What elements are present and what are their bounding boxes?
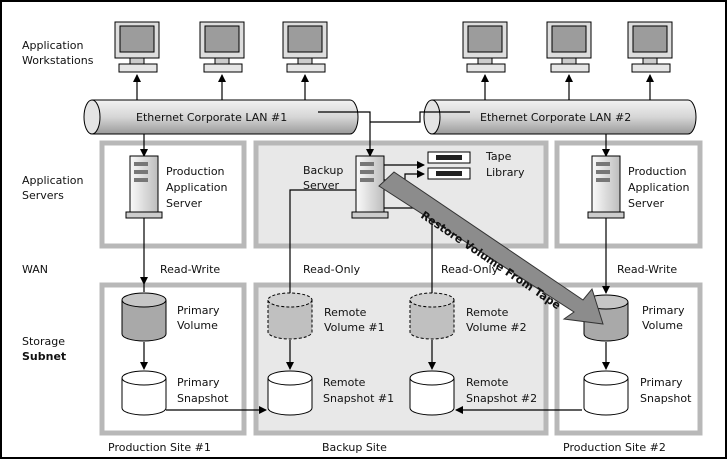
prod1-server-label-1: Production: [166, 165, 225, 178]
prod2-server-label-3: Server: [628, 197, 665, 210]
primary2-snapshot-icon: [583, 370, 629, 416]
primary1-snapshot-label-1: Primary: [177, 376, 220, 389]
tape-library-icon: [427, 151, 471, 180]
remote1-snapshot-label-2: Snapshot #1: [323, 392, 394, 405]
workstation-links: [133, 74, 654, 100]
lan2-pipe: [423, 99, 697, 135]
primary1-volume-label-2: Volume: [177, 319, 218, 332]
primary2-snapshot-label-1: Primary: [640, 376, 683, 389]
workstation-4-icon: [462, 21, 508, 73]
prod1-server-panel: [99, 140, 247, 249]
row-label-workstations-2: Workstations: [22, 54, 94, 67]
remote1-snapshot-icon: [267, 370, 313, 416]
remote1-volume-label-2: Volume #1: [324, 321, 385, 334]
row-label-storage-2: Subnet: [22, 350, 66, 363]
restore-arrow: [378, 171, 604, 325]
primary1-volume-icon: [121, 292, 167, 342]
backup-server-label-1: Backup: [303, 164, 343, 177]
site-prod2-label: Production Site #2: [563, 441, 666, 454]
lan1-pipe: [83, 99, 359, 135]
workstation-1-icon: [114, 21, 160, 73]
workstation-3-icon: [282, 21, 328, 73]
prod1-server-label-2: Application: [166, 181, 227, 194]
link-rw2-label: Read-Write: [617, 263, 677, 276]
remote1-volume-label-1: Remote: [324, 306, 367, 319]
remote1-snapshot-label-1: Remote: [323, 376, 366, 389]
remote2-volume-icon: [409, 292, 455, 340]
site-backup-label: Backup Site: [322, 441, 387, 454]
remote2-snapshot-label-1: Remote: [466, 376, 509, 389]
tape-library-label-2: Library: [486, 166, 525, 179]
remote2-snapshot-icon: [409, 370, 455, 416]
row-label-storage-1: Storage: [22, 335, 65, 348]
remote2-volume-label-1: Remote: [466, 306, 509, 319]
prod2-server-panel: [554, 140, 703, 249]
backup-server-label-2: Server: [303, 179, 340, 192]
workstation-5-icon: [546, 21, 592, 73]
prod1-server-icon: [125, 155, 163, 219]
row-label-servers-1: Application: [22, 174, 83, 187]
primary2-volume-label-2: Volume: [642, 319, 683, 332]
workstation-6-icon: [627, 21, 673, 73]
site-prod1-label: Production Site #1: [108, 441, 211, 454]
primary1-snapshot-icon: [121, 370, 167, 416]
primary1-volume-label-1: Primary: [177, 304, 220, 317]
lan2-label: Ethernet Corporate LAN #2: [480, 111, 631, 124]
link-ro2-label: Read-Only: [441, 263, 499, 276]
row-label-servers-2: Servers: [22, 189, 64, 202]
workstation-2-icon: [199, 21, 245, 73]
link-ro1-label: Read-Only: [303, 263, 361, 276]
primary2-snapshot-label-2: Snapshot: [640, 392, 692, 405]
lan-server-links: [140, 111, 610, 157]
remote1-volume-icon: [267, 292, 313, 340]
tape-library-label-1: Tape: [485, 150, 512, 163]
row-label-workstations-1: Application: [22, 39, 83, 52]
primary1-snapshot-label-2: Snapshot: [177, 392, 229, 405]
row-label-wan: WAN: [22, 263, 48, 276]
workstation-icons: [114, 21, 673, 73]
remote2-volume-label-2: Volume #2: [466, 321, 527, 334]
lan1-label: Ethernet Corporate LAN #1: [136, 111, 287, 124]
link-rw1-label: Read-Write: [160, 263, 220, 276]
storage-links: [140, 189, 610, 414]
prod2-server-label-1: Production: [628, 165, 687, 178]
backup-server-icon: [351, 155, 389, 219]
prod2-server-icon: [587, 155, 625, 219]
remote2-snapshot-label-2: Snapshot #2: [466, 392, 537, 405]
prod1-server-label-3: Server: [166, 197, 203, 210]
prod2-server-label-2: Application: [628, 181, 689, 194]
primary2-volume-label-1: Primary: [642, 304, 685, 317]
